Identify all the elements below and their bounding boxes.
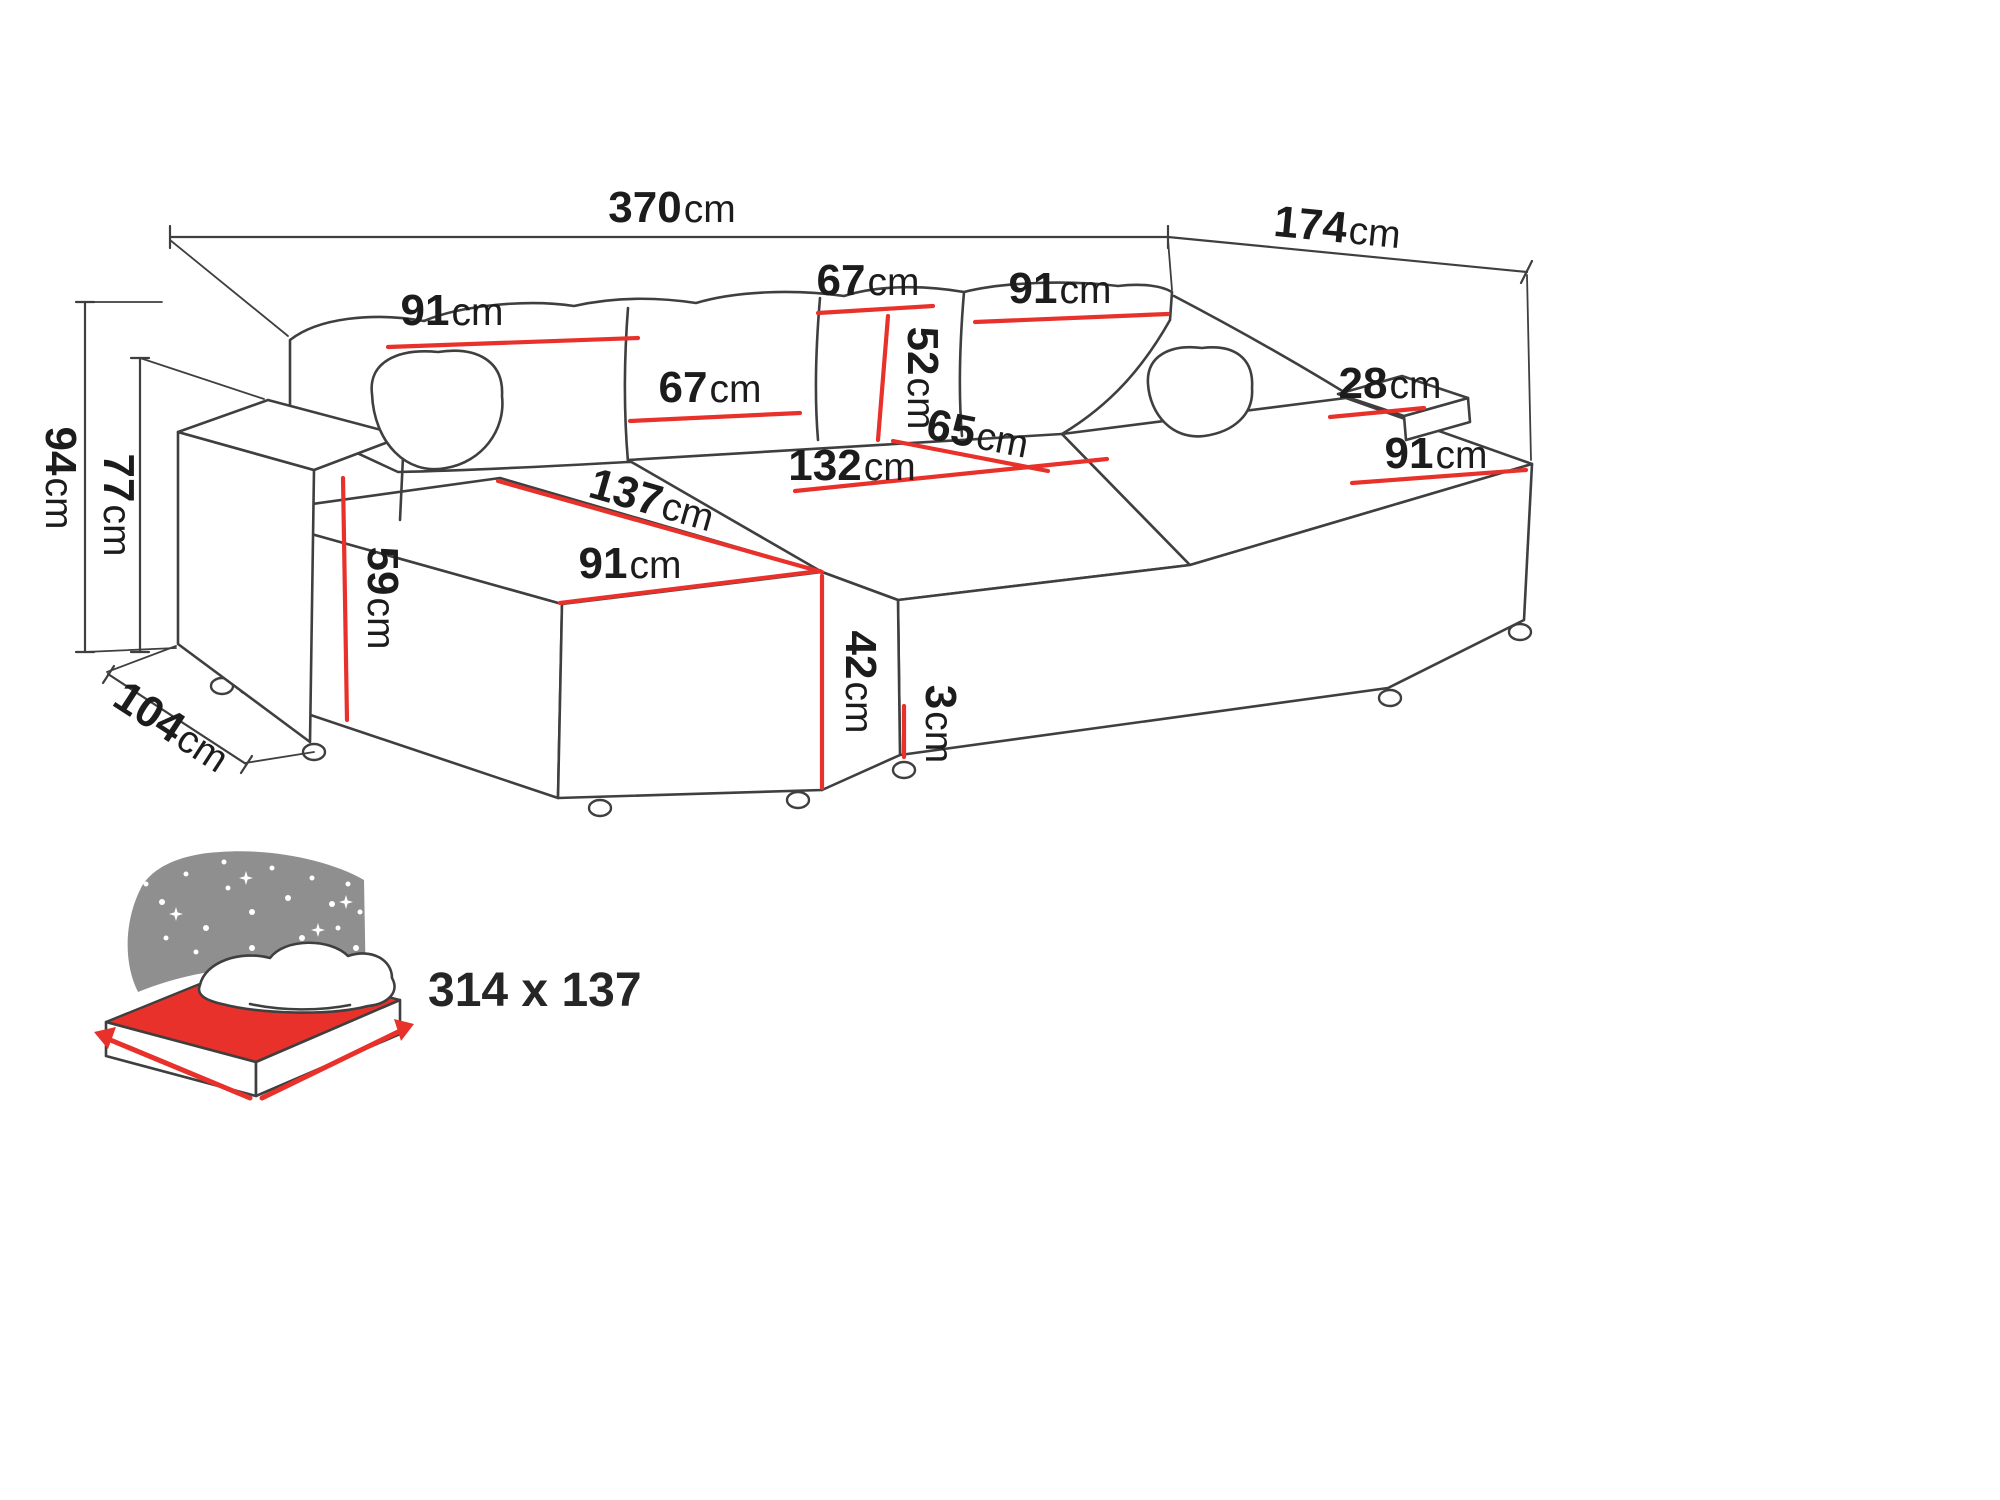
sleeping-function-icon: 314 x 137	[94, 851, 642, 1101]
dim-red-line	[340, 475, 350, 723]
dim-label-armrest-width: 28cm	[1339, 359, 1442, 408]
dim-leg-height: 3cm	[901, 685, 965, 763]
dim-label-chaise-width: 91cm	[579, 539, 682, 588]
dim-red-line	[875, 313, 891, 443]
dim-tick	[101, 664, 116, 685]
chaise-front-face	[556, 570, 824, 800]
armrest-left-body	[176, 430, 316, 744]
dim-extension	[1167, 239, 1173, 291]
dim-total-height: 94cm	[36, 300, 177, 654]
sofa-leg	[1377, 688, 1403, 708]
back-cushion-seam	[623, 306, 630, 464]
dim-label-back-cushion-middle: 67cm	[659, 363, 762, 412]
dim-armrest-width: 28cm	[1327, 359, 1442, 420]
length-arrow-head	[394, 1019, 414, 1041]
dim-right-seat-width: 91cm	[1349, 429, 1529, 486]
sofa-line-art	[176, 281, 1534, 818]
armrest-right-top	[1336, 374, 1470, 418]
dim-back-cushion-middle-width: 67cm	[627, 363, 803, 424]
dim-label-middle-seat-width: 132cm	[788, 441, 915, 490]
width-arrow-head	[94, 1027, 116, 1049]
width-arrow-line	[105, 1036, 253, 1101]
dim-extension	[84, 647, 177, 653]
sleeping-area-label: 314 x 137	[428, 964, 642, 1017]
dim-label-armrest-height: 59cm	[358, 547, 407, 650]
pillow-right	[1146, 345, 1254, 438]
dim-red-line	[557, 568, 823, 606]
dim-armrest-height: 59cm	[340, 475, 407, 723]
dim-red-line	[815, 303, 936, 316]
dim-total-depth: 174cm	[1166, 197, 1534, 461]
dim-red-line	[792, 456, 1110, 494]
dim-middle-seat-width: 132cm	[788, 441, 1110, 494]
stars-group	[143, 855, 363, 955]
dim-label-back-cushion-left: 91cm	[401, 286, 504, 335]
bedding-crease	[248, 1002, 352, 1011]
dim-label-seat-height: 42cm	[836, 631, 885, 734]
dim-chaise-width: 91cm	[557, 539, 823, 606]
dim-red-line	[495, 478, 825, 575]
dim-back-cushion-right-width: 91cm	[972, 264, 1171, 325]
dim-red-line	[385, 335, 641, 350]
length-arrow-line	[259, 1028, 403, 1101]
sofa-leg	[785, 790, 811, 810]
dim-tick	[239, 754, 254, 775]
dim-red-line	[1349, 467, 1529, 486]
bedding-pillows	[197, 941, 396, 1014]
dim-back-cushion-top-width: 67cm	[815, 256, 936, 316]
dim-label-right-seat-width: 91cm	[1385, 429, 1488, 478]
dim-extension	[244, 751, 315, 764]
back-cushion-seam	[958, 290, 966, 438]
dim-line-174	[1166, 235, 1529, 274]
dim-label-back-cushion-height: 52cm	[898, 327, 947, 430]
dim-red-line	[1327, 405, 1427, 420]
dim-label-total-width: 370cm	[608, 183, 735, 232]
dim-label-leg-height: 3cm	[916, 685, 965, 763]
sofa-leg	[891, 760, 917, 780]
dim-backrest-height: 77cm	[94, 356, 265, 654]
dim-total-width: 370cm	[168, 183, 1173, 337]
dim-label-total-height: 94cm	[36, 427, 85, 530]
dim-red-line	[627, 410, 803, 424]
dim-red-line	[972, 311, 1171, 325]
sofa-leg	[1507, 622, 1533, 642]
dim-extension	[169, 239, 289, 337]
dim-seat-height: 42cm	[819, 573, 885, 791]
right-wing-top-edge	[1172, 294, 1346, 394]
dim-label-total-depth: 174cm	[1272, 197, 1404, 258]
dim-extension	[139, 357, 265, 400]
dim-back-cushion-height: 52cm	[875, 313, 947, 443]
dim-label-back-cushion-top: 67cm	[817, 256, 920, 305]
dim-tick	[1519, 259, 1534, 285]
dim-back-cushion-left-width: 91cm	[385, 286, 641, 350]
sofa-leg	[587, 798, 613, 818]
sofa-legs	[209, 622, 1533, 818]
dim-line-104	[106, 672, 248, 766]
dim-label-back-cushion-right: 91cm	[1009, 264, 1112, 313]
dim-label-backrest-height: 77cm	[94, 454, 143, 557]
dim-label-corner-seat-depth: 65cm	[923, 400, 1033, 468]
dim-extension	[106, 645, 177, 673]
pillow-left	[370, 349, 504, 471]
dim-extension	[1526, 274, 1532, 461]
